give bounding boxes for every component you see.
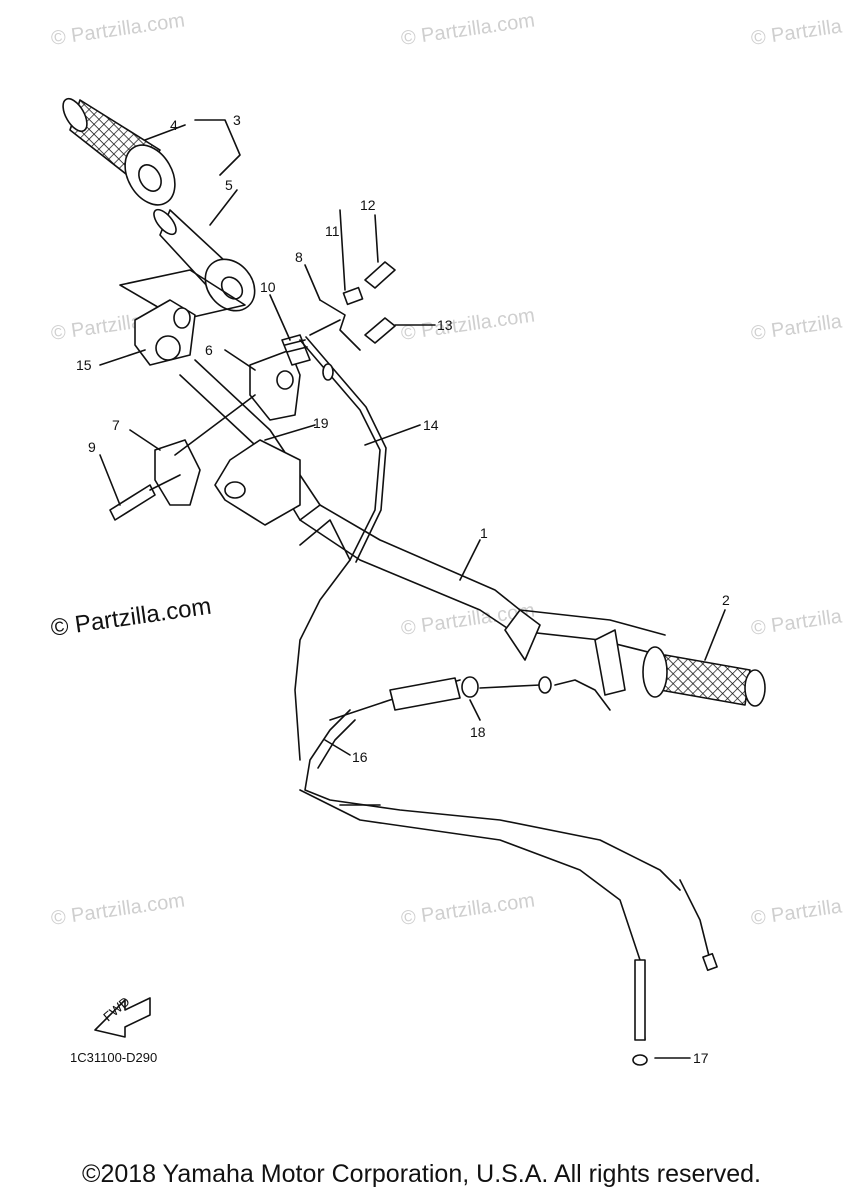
cable-adjuster — [389, 676, 611, 711]
watermark: © Partzilla.com — [400, 9, 537, 50]
callout-17: 17 — [693, 1050, 709, 1066]
callout-12: 12 — [360, 197, 376, 213]
callout-10: 10 — [260, 279, 276, 295]
watermark: © Partzilla.com — [750, 599, 843, 640]
watermark: © Partzilla.com — [750, 9, 843, 50]
screw-12 — [364, 261, 396, 289]
cable-lower — [299, 789, 648, 1066]
callout-9: 9 — [88, 439, 96, 455]
switch-housing — [119, 269, 246, 366]
callout-5: 5 — [225, 177, 233, 193]
callout-13: 13 — [437, 317, 453, 333]
watermark-main: © Partzilla.com — [49, 593, 213, 642]
copyright-notice: ©2018 Yamaha Motor Corporation, U.S.A. A… — [82, 1160, 761, 1188]
callouts: 1 2 3 4 5 6 7 8 9 10 11 12 13 14 15 16 1… — [70, 112, 730, 1066]
handlebar — [179, 359, 666, 696]
callout-8: 8 — [295, 249, 303, 265]
right-grip — [642, 646, 766, 707]
watermark: © Partzilla.com — [400, 889, 537, 930]
callout-14: 14 — [423, 417, 439, 433]
cable-guide-plate — [309, 299, 361, 351]
watermark: © Partzilla.com — [50, 889, 187, 930]
diagram-code: 1C31100-D290 — [70, 1050, 157, 1065]
nut-11 — [342, 286, 364, 306]
callout-6: 6 — [205, 342, 213, 358]
callout-7: 7 — [112, 417, 120, 433]
screw-13 — [364, 317, 436, 344]
callout-15: 15 — [76, 357, 92, 373]
screw-9 — [109, 474, 181, 521]
watermark: © Partzilla.com — [750, 304, 843, 345]
callout-3: 3 — [233, 112, 241, 128]
callout-16: 16 — [352, 749, 368, 765]
callout-18: 18 — [470, 724, 486, 740]
watermark: © Partzilla.com — [750, 889, 843, 930]
callout-11: 11 — [325, 223, 340, 239]
callout-4: 4 — [170, 117, 178, 133]
throttle-tube — [153, 208, 256, 312]
clutch-cable — [304, 679, 681, 891]
fwd-arrow — [94, 997, 151, 1038]
callout-1: 1 — [480, 525, 488, 541]
watermark: © Partzilla.com — [50, 9, 187, 50]
throttle-cap — [154, 439, 201, 506]
diagram-svg: © Partzilla.com © Partzilla.com © Partzi… — [49, 9, 843, 1066]
leader-lines — [99, 124, 726, 1059]
left-grip — [62, 97, 176, 206]
throttle-cable — [294, 336, 387, 761]
callout-2: 2 — [722, 592, 730, 608]
callout-19: 19 — [313, 415, 329, 431]
